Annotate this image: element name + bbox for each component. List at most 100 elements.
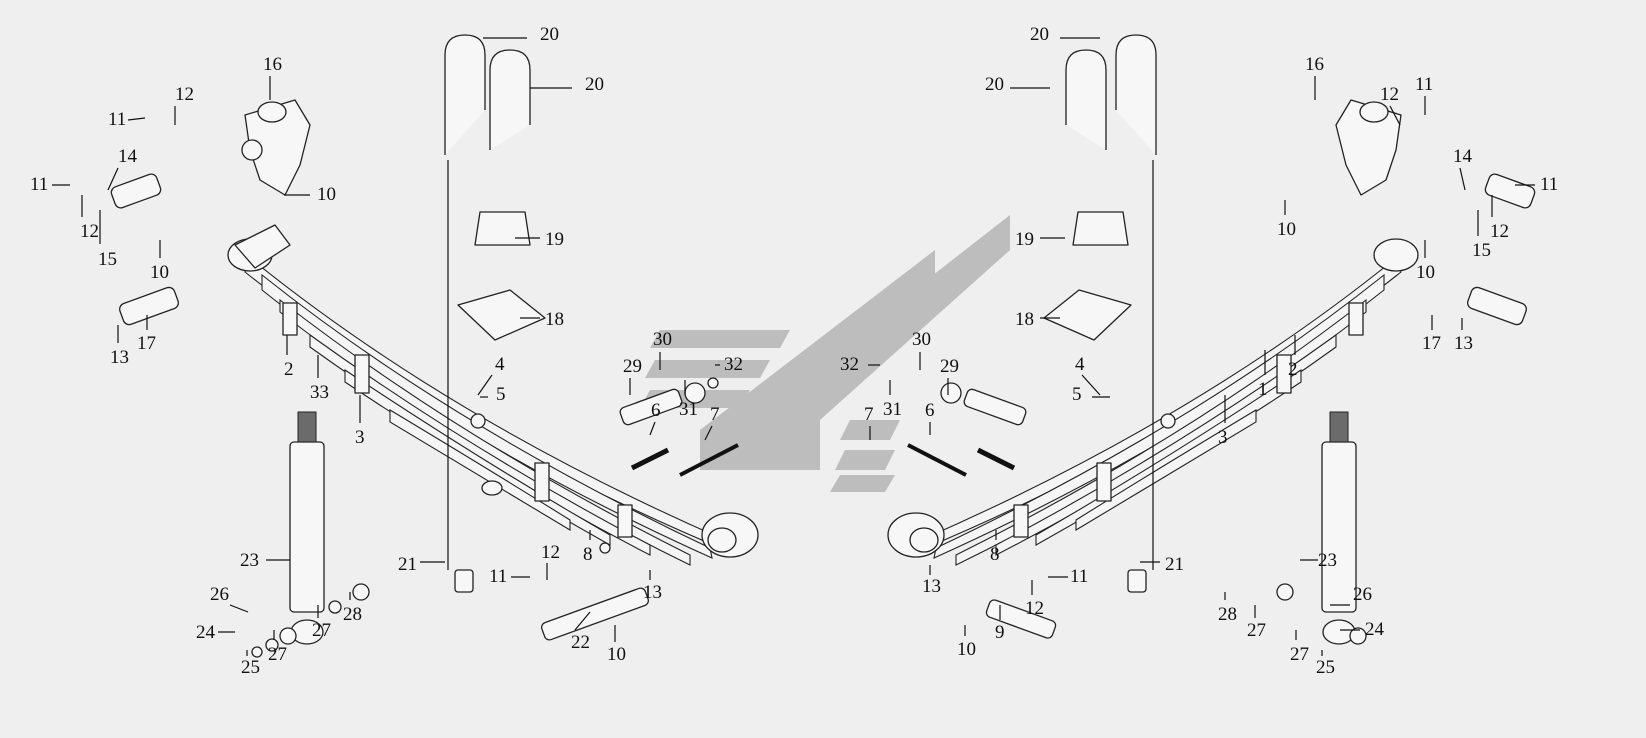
callout-label-18: 18 <box>545 309 564 330</box>
left-shackle-bracket <box>241 99 311 196</box>
callout-label-13: 13 <box>1454 333 1473 354</box>
callout-label-12: 12 <box>80 221 99 242</box>
callout-label-12: 12 <box>541 542 560 563</box>
callout-label-28: 28 <box>343 604 362 625</box>
callout-label-15: 15 <box>1472 240 1491 261</box>
callout-label-11: 11 <box>1540 174 1558 195</box>
callout-label-12: 12 <box>1025 598 1044 619</box>
callout-label-31: 31 <box>883 399 902 420</box>
callout-label-10: 10 <box>1416 262 1435 283</box>
right-buffer-parts <box>1043 211 1147 593</box>
callout-label-14: 14 <box>1453 146 1473 167</box>
callout-label-11: 11 <box>30 174 48 195</box>
callout-leader-line <box>1389 105 1401 126</box>
callout-label-23: 23 <box>240 550 259 571</box>
callout-label-10: 10 <box>150 262 169 283</box>
callout-leader-line <box>1081 374 1101 396</box>
callout-label-27: 27 <box>312 620 331 641</box>
callout-layer: 2020161112111412151010191813172333453029… <box>30 24 1558 678</box>
callout-label-27: 27 <box>1247 620 1266 641</box>
callout-label-26: 26 <box>1353 584 1372 605</box>
callout-label-6: 6 <box>925 400 935 421</box>
callout-label-3: 3 <box>355 427 365 448</box>
callout-label-19: 19 <box>1015 229 1034 250</box>
callout-label-10: 10 <box>317 184 336 205</box>
callout-label-22: 22 <box>571 632 590 653</box>
callout-label-27: 27 <box>268 644 287 665</box>
callout-label-29: 29 <box>623 356 642 377</box>
callout-label-17: 17 <box>137 333 156 354</box>
callout-label-10: 10 <box>957 639 976 660</box>
callout-label-32: 32 <box>724 354 743 375</box>
callout-label-16: 16 <box>263 54 282 75</box>
left-leaf-spring <box>227 224 759 566</box>
callout-leader-line <box>107 167 119 191</box>
callout-label-2: 2 <box>1288 359 1298 380</box>
right-shock-absorber <box>1321 411 1357 645</box>
callout-label-26: 26 <box>210 584 229 605</box>
callout-label-7: 7 <box>864 404 874 425</box>
callout-label-4: 4 <box>495 354 505 375</box>
callout-label-25: 25 <box>241 657 260 678</box>
callout-label-5: 5 <box>1072 384 1082 405</box>
callout-label-12: 12 <box>1380 84 1399 105</box>
right-ubolts <box>1065 34 1157 570</box>
right-shackle-bracket <box>1335 99 1402 196</box>
callout-leader-line <box>704 425 713 441</box>
callout-label-29: 29 <box>940 356 959 377</box>
right-pins-and-bolts <box>907 173 1536 645</box>
callout-label-13: 13 <box>643 582 662 603</box>
callout-label-5: 5 <box>496 384 506 405</box>
callout-label-17: 17 <box>1422 333 1441 354</box>
callout-label-7: 7 <box>710 404 720 425</box>
callout-label-11: 11 <box>489 566 507 587</box>
callout-leader-line <box>574 611 591 631</box>
callout-label-14: 14 <box>118 146 138 167</box>
callout-label-12: 12 <box>1490 221 1509 242</box>
callout-label-11: 11 <box>108 109 126 130</box>
callout-label-20: 20 <box>985 74 1004 95</box>
left-pins-and-bolts <box>110 173 739 658</box>
callout-label-28: 28 <box>1218 604 1237 625</box>
callout-leader-line <box>1459 167 1466 191</box>
left-buffer-parts <box>454 211 546 593</box>
callout-leader-line <box>229 604 249 613</box>
callout-leader-line <box>477 374 493 396</box>
callout-label-1: 1 <box>1258 379 1268 400</box>
callout-label-15: 15 <box>98 249 117 270</box>
left-shock-absorber <box>289 411 325 645</box>
callout-label-33: 33 <box>310 382 329 403</box>
callout-label-20: 20 <box>540 24 559 45</box>
callout-label-12: 12 <box>175 84 194 105</box>
callout-leader-line <box>127 117 146 121</box>
callout-label-20: 20 <box>1030 24 1049 45</box>
right-leaf-spring <box>887 238 1419 566</box>
callout-label-10: 10 <box>607 644 626 665</box>
callout-label-23: 23 <box>1318 550 1337 571</box>
callout-label-24: 24 <box>1365 619 1385 640</box>
callout-label-16: 16 <box>1305 54 1324 75</box>
callout-label-13: 13 <box>110 347 129 368</box>
left-ubolts <box>444 34 531 570</box>
callout-label-8: 8 <box>583 544 593 565</box>
callout-label-11: 11 <box>1070 566 1088 587</box>
callout-label-9: 9 <box>995 622 1005 643</box>
callout-label-24: 24 <box>196 622 216 643</box>
callout-label-3: 3 <box>1218 427 1228 448</box>
callout-label-27: 27 <box>1290 644 1309 665</box>
callout-label-30: 30 <box>912 329 931 350</box>
callout-label-25: 25 <box>1316 657 1335 678</box>
callout-label-19: 19 <box>545 229 564 250</box>
callout-label-6: 6 <box>651 400 661 421</box>
callout-label-21: 21 <box>398 554 417 575</box>
callout-label-32: 32 <box>840 354 859 375</box>
watermark-logo <box>640 215 1010 492</box>
callout-label-11: 11 <box>1415 74 1433 95</box>
callout-label-4: 4 <box>1075 354 1085 375</box>
callout-label-20: 20 <box>585 74 604 95</box>
callout-label-18: 18 <box>1015 309 1034 330</box>
callout-label-8: 8 <box>990 544 1000 565</box>
callout-label-2: 2 <box>284 359 294 380</box>
